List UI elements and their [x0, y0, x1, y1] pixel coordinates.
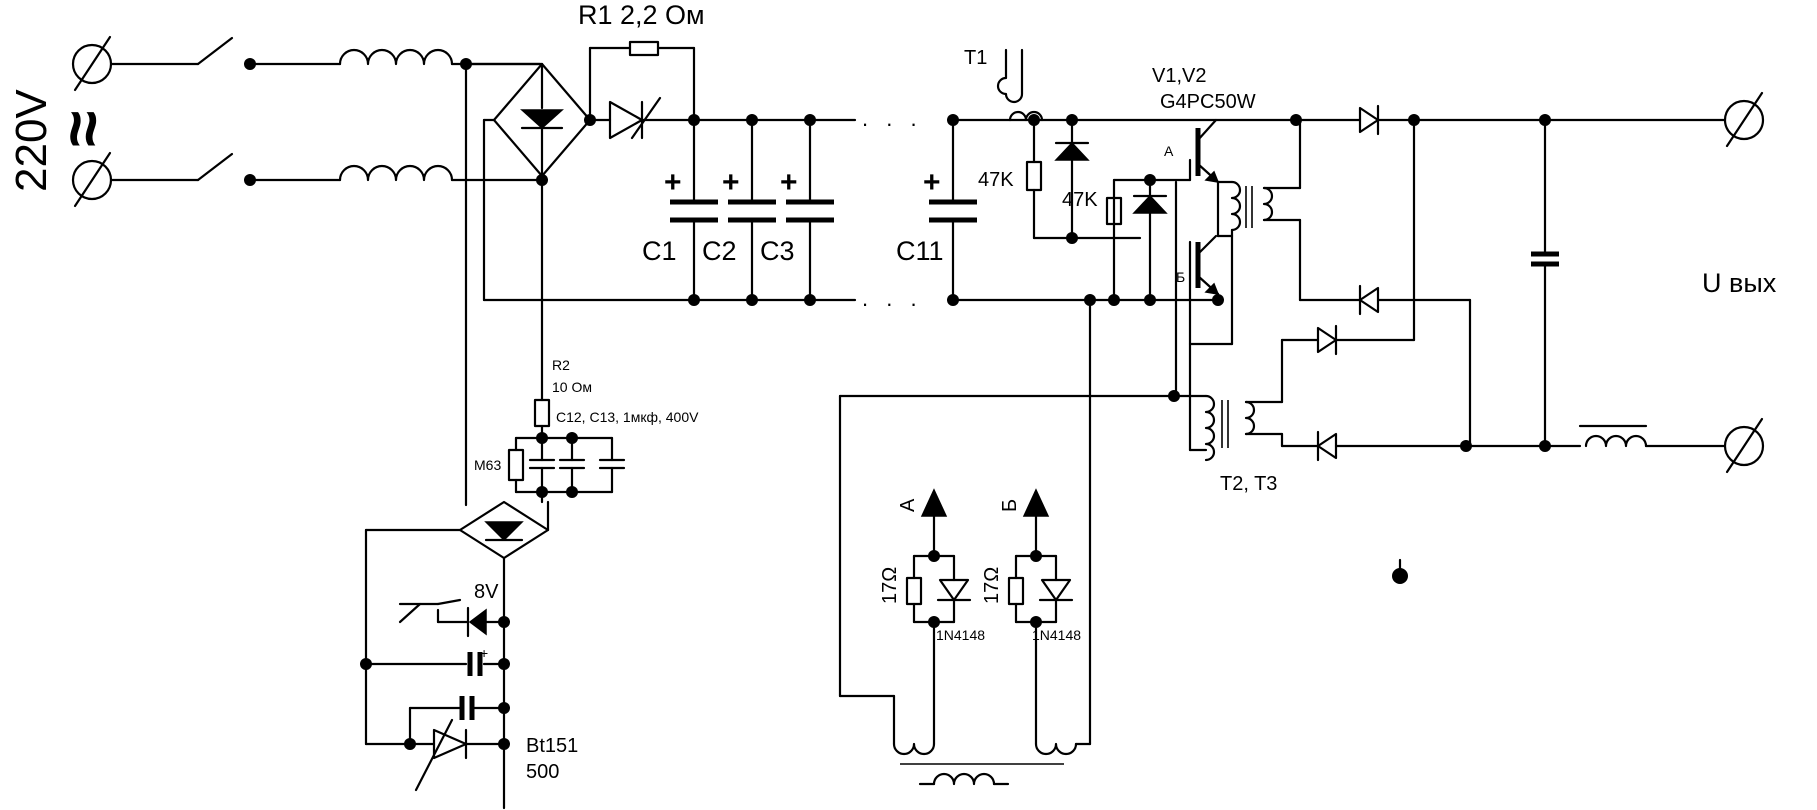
half-bridge: 47K 47K A [978, 65, 1302, 452]
capacitor-c3: + [780, 118, 834, 302]
mains-terminal-2[interactable] [71, 151, 113, 208]
drive-a-label: A [897, 498, 919, 512]
terminal-a-label: A [1164, 143, 1174, 159]
mains-voltage-label: 220V [7, 89, 56, 192]
svg-text:+: + [664, 166, 682, 199]
svg-text:+: + [780, 166, 798, 199]
mains-switch [109, 36, 256, 186]
diode-a-label: 1N4148 [936, 627, 985, 643]
terminal-b-label: Б [1176, 269, 1185, 285]
c3-label: C3 [760, 236, 795, 266]
resistor-17-b [1007, 576, 1025, 606]
dc-bus: . . . . . . + + + [482, 106, 1222, 311]
m63-resistor [507, 448, 525, 482]
capacitor-c1: + [664, 118, 718, 302]
main-bridge-rectifier [464, 62, 596, 302]
r47k-b-label: 47K [1062, 189, 1098, 211]
output-terminal-minus[interactable] [1723, 417, 1765, 474]
inrush-limiter: R1 2,2 Ом [578, 0, 705, 140]
t1-label: T1 [964, 47, 987, 69]
r2-label: R2 [552, 357, 570, 373]
control-circuit: R2 10 Ом C12, C13, 1мкф, 400V M63 [360, 62, 699, 810]
r47k-a-label: 47K [978, 169, 1014, 191]
thyristor-value-label: 500 [526, 761, 559, 783]
mains-terminal-1[interactable] [71, 35, 113, 92]
c1-label: C1 [642, 236, 677, 266]
r2-resistor [533, 398, 551, 428]
test-point [1392, 558, 1408, 584]
r17-a-label: 17Ω [879, 567, 901, 604]
gate-drive-b: Б 17Ω 1N4148 [981, 488, 1081, 746]
input-choke [248, 48, 548, 186]
output-terminal-plus[interactable] [1723, 91, 1765, 148]
gate-drive-a: A 17Ω 1N4148 [879, 488, 985, 746]
resistor-17-a [905, 576, 923, 606]
zener-label: 8V [474, 581, 499, 603]
r1-label: R1 2,2 Ом [578, 0, 705, 30]
c11-label: C11 [896, 236, 944, 266]
drive-b-label: Б [999, 499, 1021, 512]
bus-gap-bottom: . . . [862, 286, 923, 311]
output-voltage-label: U вых [1702, 268, 1777, 298]
r17-b-label: 17Ω [981, 567, 1003, 604]
caps-c12-c13-label: C12, C13, 1мкф, 400V [556, 409, 699, 425]
c2-label: C2 [702, 236, 737, 266]
diode-b-label: 1N4148 [1032, 627, 1081, 643]
thyristor-label: Bt151 [526, 735, 578, 757]
t2-t3-transformer: T2, T3 [838, 390, 1284, 495]
resistor-47k-b [1105, 196, 1123, 226]
drive-transformer [838, 298, 1092, 786]
capacitor-c11: + [923, 118, 977, 302]
bus-gap-top: . . . [862, 106, 923, 131]
transistor-v2: Б [1176, 234, 1224, 306]
t1-current-transformer: T1 [964, 47, 1044, 122]
r2-value-label: 10 Ом [552, 379, 592, 395]
r1-resistor [628, 40, 660, 57]
ac-symbol: ≈ [45, 111, 119, 147]
m63-label: M63 [474, 457, 501, 473]
mains-input: 220V ≈ [7, 35, 548, 208]
capacitor-c2: + [722, 118, 776, 302]
svg-text:+: + [722, 166, 740, 199]
svg-text:+: + [923, 166, 941, 199]
transistors-label: V1,V2 [1152, 65, 1206, 87]
resistor-47k-a [1025, 160, 1043, 192]
transistor-model-label: G4PC50W [1160, 91, 1256, 113]
output-rectifier [1280, 104, 1726, 462]
t2-t3-label: T2, T3 [1220, 473, 1277, 495]
svg-text:+: + [480, 645, 488, 661]
transistor-v1: A [1164, 118, 1220, 184]
